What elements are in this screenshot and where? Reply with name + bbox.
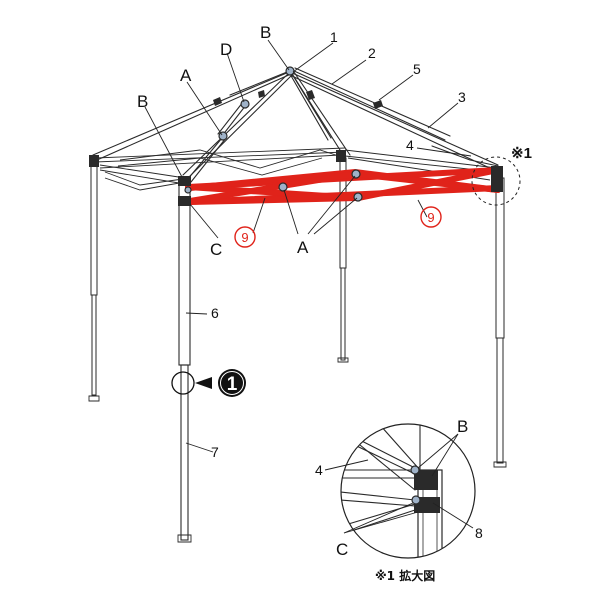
label-6: 6 — [211, 305, 219, 321]
detail-inset: B C 4 8 ※1 拡大図 — [315, 417, 483, 583]
label-9-right: 9 — [427, 210, 434, 225]
label-c-left: C — [210, 240, 222, 259]
detail-label-8: 8 — [475, 525, 483, 541]
label-d: D — [220, 40, 232, 59]
front-eave-scissor-highlight — [185, 167, 501, 205]
label-b-left: B — [137, 92, 148, 111]
label-1: 1 — [330, 29, 338, 45]
label-3: 3 — [458, 89, 466, 105]
pivot-points — [184, 66, 363, 202]
detail-label-b: B — [457, 417, 468, 436]
pointer-arrow-icon — [195, 377, 212, 389]
detail-label-4: 4 — [315, 462, 323, 478]
label-a-bottom: A — [297, 238, 309, 257]
detail-callout-circle — [471, 156, 521, 206]
label-9-left: 9 — [241, 230, 248, 245]
label-5: 5 — [413, 61, 421, 77]
label-7: 7 — [211, 444, 219, 460]
corner-brackets — [89, 150, 503, 206]
detail-label-c: C — [336, 540, 348, 559]
label-ref-mark: ※1 — [511, 145, 532, 162]
label-b-top: B — [260, 23, 271, 42]
part-labels: B 1 2 5 3 4 D A B C A ※1 6 7 — [137, 23, 532, 460]
step-badge: 1 — [218, 369, 246, 397]
label-a-top: A — [180, 66, 192, 85]
label-4: 4 — [406, 137, 414, 153]
leader-lines — [144, 39, 472, 453]
step-badge-number: 1 — [227, 374, 238, 395]
detail-caption: ※1 拡大図 — [375, 568, 435, 583]
red-circled-labels: 9 9 — [234, 206, 442, 248]
leg-joint-marker — [171, 371, 195, 395]
label-2: 2 — [368, 45, 376, 61]
